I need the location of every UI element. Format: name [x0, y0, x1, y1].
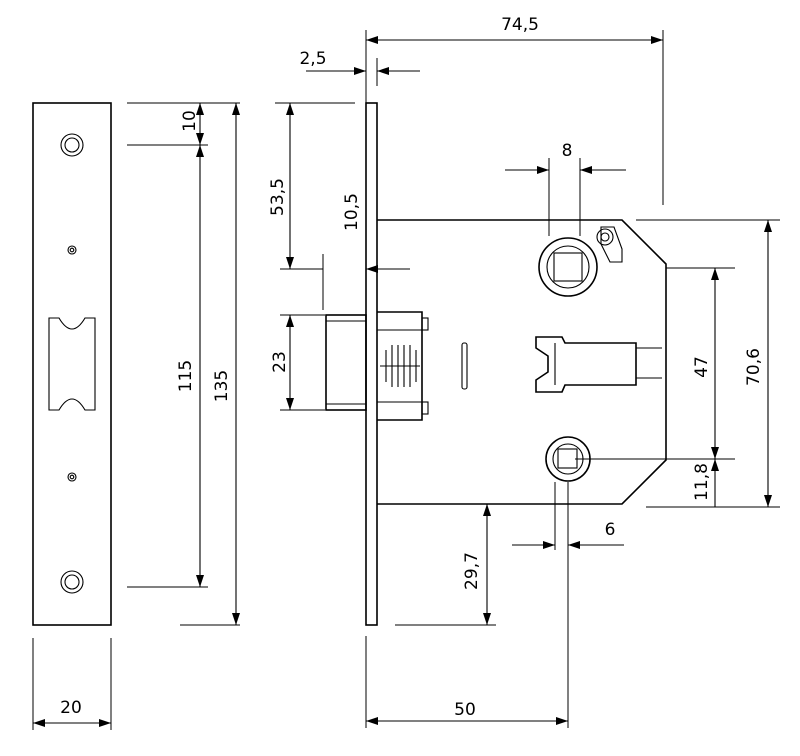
- latch-spring: [380, 345, 420, 387]
- bottom-screw-hole-inner: [64, 574, 80, 590]
- dim-23-label: 23: [270, 351, 290, 373]
- dim-8-label: 8: [562, 141, 573, 161]
- latch-bolt-head: [325, 314, 367, 411]
- dim-53-5-label: 53,5: [268, 178, 288, 216]
- dim-2-5-label: 2,5: [299, 49, 326, 69]
- body-extension-lines: [275, 30, 780, 728]
- dim-6-label: 6: [605, 520, 616, 540]
- lock-body-side-view: [325, 102, 667, 626]
- lower-square-hole: [557, 448, 578, 469]
- lock-case-outline: [377, 219, 667, 505]
- top-screw-hole-outer: [60, 133, 84, 157]
- dim-10-5-label: 10,5: [342, 193, 362, 231]
- dim-50-label: 50: [454, 700, 476, 720]
- dim-20-label: 20: [60, 698, 82, 718]
- bottom-screw-hole-outer: [60, 570, 84, 594]
- faceplate-dimension-lines: [33, 103, 240, 727]
- dim-135-label: 135: [212, 370, 232, 402]
- body-dimension-lines: [286, 36, 772, 725]
- top-screw-hole-inner: [64, 137, 80, 153]
- lower-pin-hole-center: [69, 474, 75, 480]
- upper-pin-hole: [67, 245, 77, 255]
- spindle-hub-inner: [546, 245, 590, 289]
- spindle-hub-outer: [538, 237, 598, 297]
- latch-opening: [48, 317, 96, 411]
- spindle-square-hole: [553, 252, 583, 282]
- dim-47-label: 47: [692, 356, 712, 378]
- faceplate-front-view: [32, 102, 112, 626]
- upper-pin-hole-center: [69, 247, 75, 253]
- dim-115-label: 115: [176, 360, 196, 392]
- faceplate-extension-lines: [32, 102, 240, 730]
- follower-lever: [535, 336, 637, 393]
- dim-10-label: 10: [180, 110, 200, 132]
- stop-pin: [596, 226, 623, 263]
- dim-70-6-label: 70,6: [744, 348, 764, 386]
- faceplate-outline: [32, 102, 112, 626]
- dim-29-7-label: 29,7: [462, 552, 482, 590]
- lower-pin-hole: [67, 472, 77, 482]
- case-slot: [461, 342, 468, 390]
- latch-bolt-body: [377, 311, 423, 421]
- dim-74-5-label: 74,5: [501, 15, 539, 35]
- forend-plate: [365, 102, 378, 626]
- dim-11-8-label: 11,8: [692, 463, 712, 501]
